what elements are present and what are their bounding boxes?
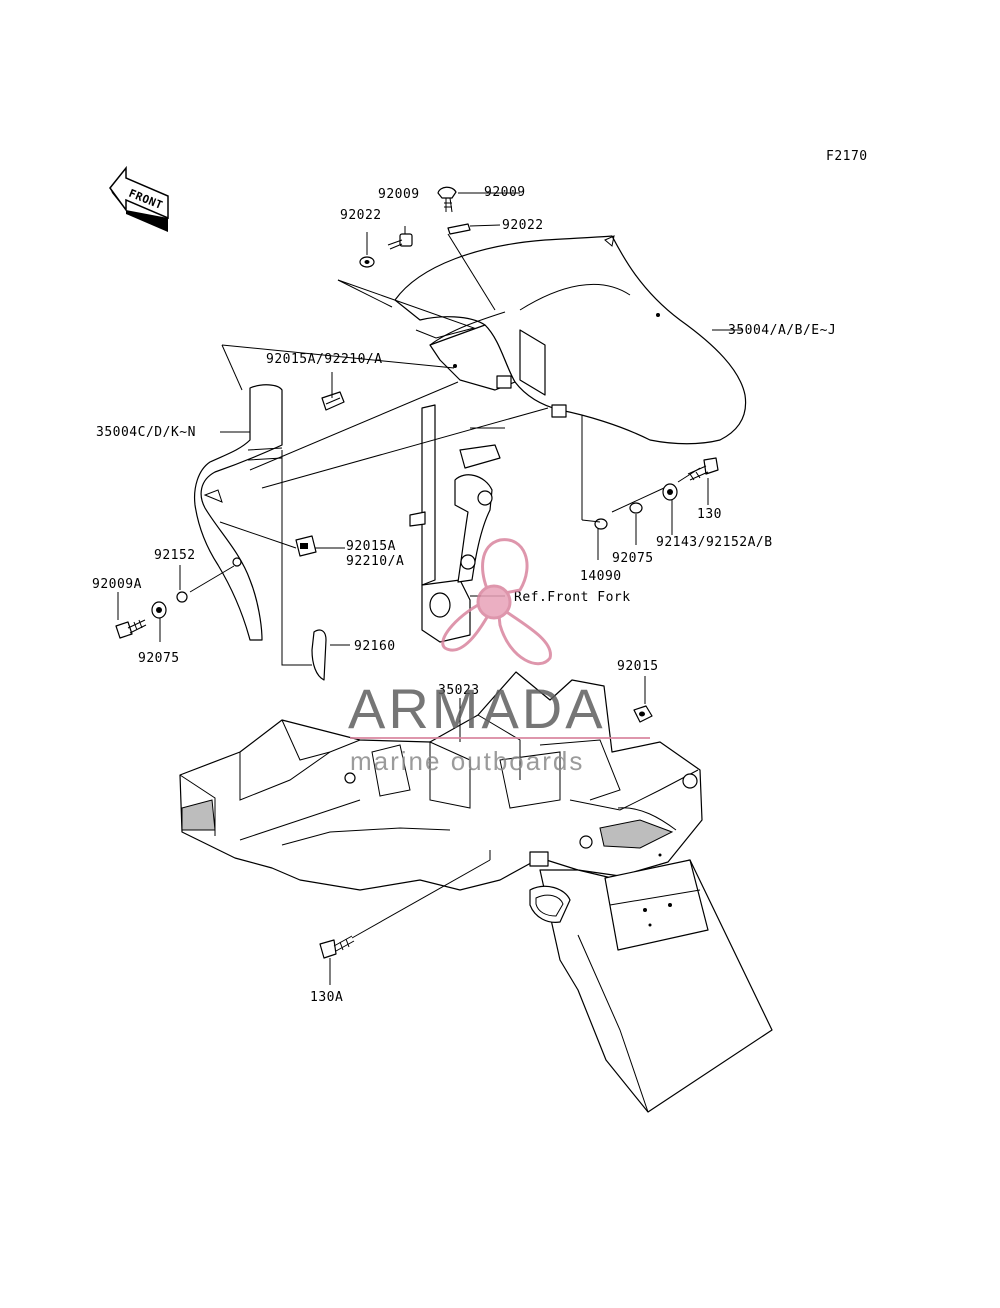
label-92015A-top: 92015A/92210/A: [266, 352, 383, 367]
label-92022-mid: 92022: [502, 218, 544, 233]
figure-code: F2170: [826, 149, 868, 164]
label-92160: 92160: [354, 639, 396, 654]
bolt-92009-top-icon: [437, 186, 457, 213]
propeller-logo-icon: [441, 538, 552, 666]
washer-92075-right-icon: [629, 502, 643, 514]
watermark-tagline: marine outboards: [350, 746, 584, 776]
washer-92022-mid-icon: [447, 223, 471, 235]
label-92015: 92015: [617, 659, 659, 674]
watermark-brand: ARMADA: [348, 677, 606, 740]
bolt-130A-icon: [319, 935, 355, 959]
front-fender: [394, 235, 747, 445]
watermark: ARMADA marine outboards: [348, 538, 650, 776]
label-92009A: 92009A: [92, 577, 142, 592]
part-labels: 92009 92009 92022 92022 35004/A/B/E~J 92…: [92, 185, 836, 1005]
nut-92015-icon: [633, 705, 653, 723]
clip-92015A-top-icon: [321, 391, 345, 411]
washer-92143-icon: [662, 483, 678, 501]
label-92075-left: 92075: [138, 651, 180, 666]
label-130A: 130A: [310, 990, 343, 1005]
label-35023: 35023: [438, 683, 480, 698]
label-92143: 92143/92152A/B: [656, 535, 773, 550]
label-130: 130: [697, 507, 722, 522]
washer-92075-left-icon: [151, 601, 167, 619]
front-fork: [409, 404, 501, 643]
propeller-blade-1: [481, 538, 529, 598]
washer-14090-icon: [594, 518, 608, 530]
label-92152: 92152: [154, 548, 196, 563]
front-arrow-icon: FRONT: [109, 165, 169, 232]
label-ref-front-fork: Ref.Front Fork: [514, 590, 631, 605]
bolt-92009A-icon: [115, 619, 147, 639]
collar-92152-icon: [176, 591, 188, 603]
propeller-blade-2: [441, 597, 492, 652]
label-14090: 14090: [580, 569, 622, 584]
label-92210A-mid: 92210/A: [346, 554, 404, 569]
bolt-92009-mid-icon: [387, 233, 413, 250]
label-35004-front: 35004/A/B/E~J: [728, 323, 836, 338]
label-35004-rear: 35004C/D/K~N: [96, 425, 196, 440]
label-92015A-mid: 92015A: [346, 539, 396, 554]
washer-92022-left-icon: [359, 256, 375, 268]
bolt-130-icon: [687, 457, 719, 481]
propeller-blade-3: [496, 602, 552, 666]
pad-92160-icon: [311, 629, 327, 681]
label-92075-right: 92075: [612, 551, 654, 566]
rear-undertray: [179, 671, 703, 891]
label-92022-left: 92022: [340, 208, 382, 223]
rear-flap: [529, 853, 773, 1113]
label-92009-left: 92009: [378, 187, 420, 202]
clip-92015A-mid-icon: [295, 535, 317, 557]
rear-fender: [193, 384, 283, 641]
label-92009-top: 92009: [484, 185, 526, 200]
